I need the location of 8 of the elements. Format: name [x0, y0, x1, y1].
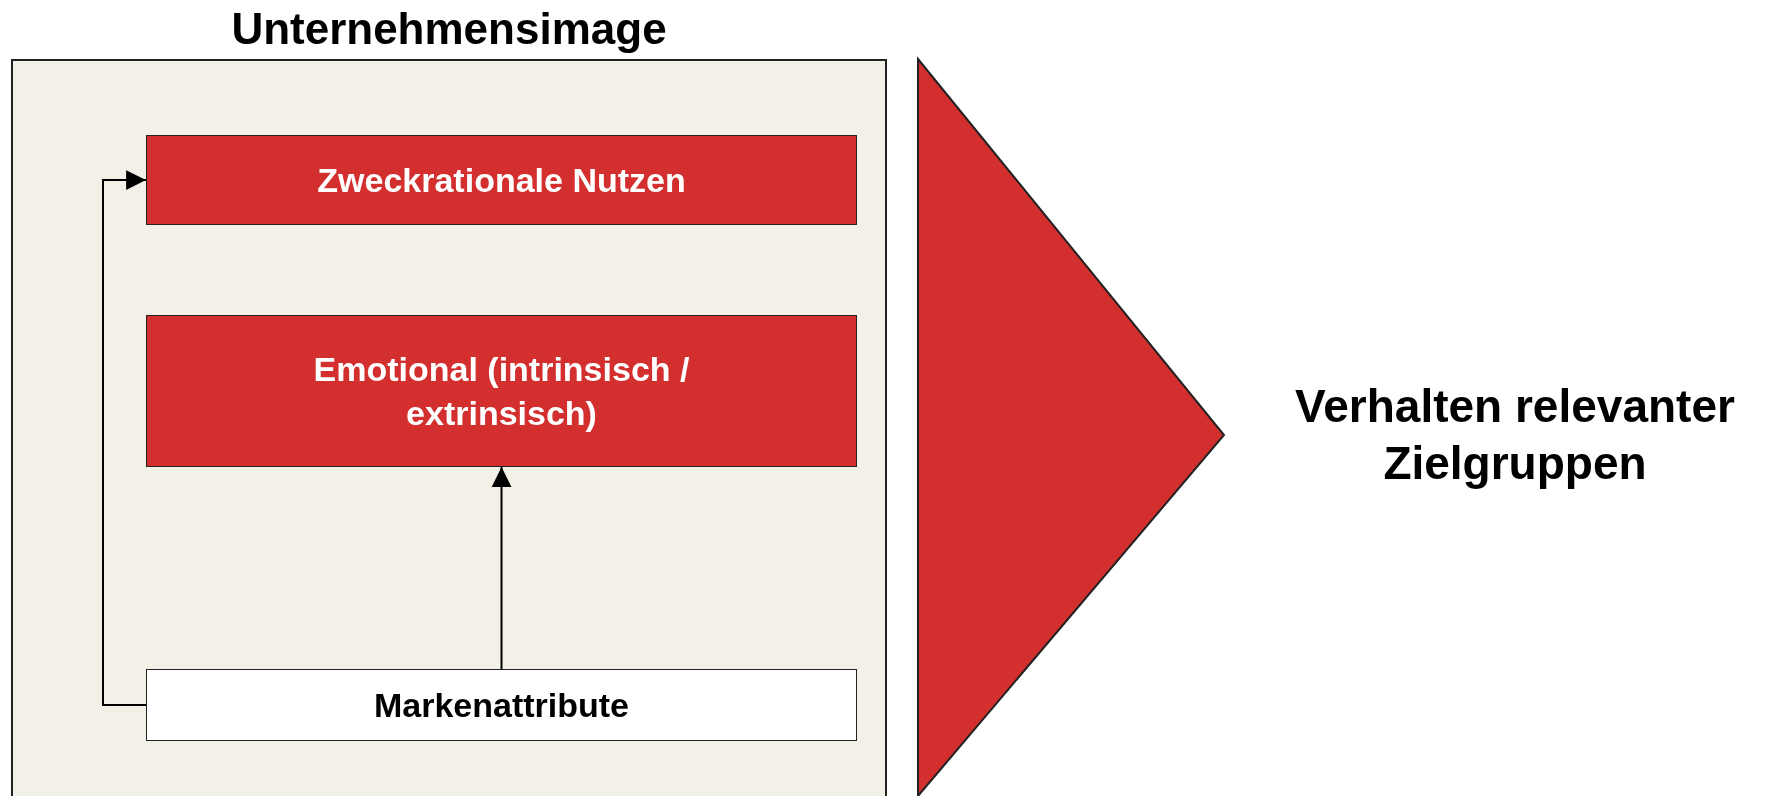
arrow	[491, 466, 512, 670]
chevron-arrow	[917, 56, 1226, 796]
process-box: Zweckrationale Nutzen	[146, 135, 857, 225]
group-heading: Unternehmensimage	[230, 4, 668, 54]
process-box: Markenattribute	[146, 669, 857, 741]
arrow	[102, 170, 147, 706]
process-box: Emotional (intrinsisch / extrinsisch)	[146, 315, 857, 467]
outcome-text: Verhalten relevanter Zielgruppen	[1250, 370, 1780, 500]
